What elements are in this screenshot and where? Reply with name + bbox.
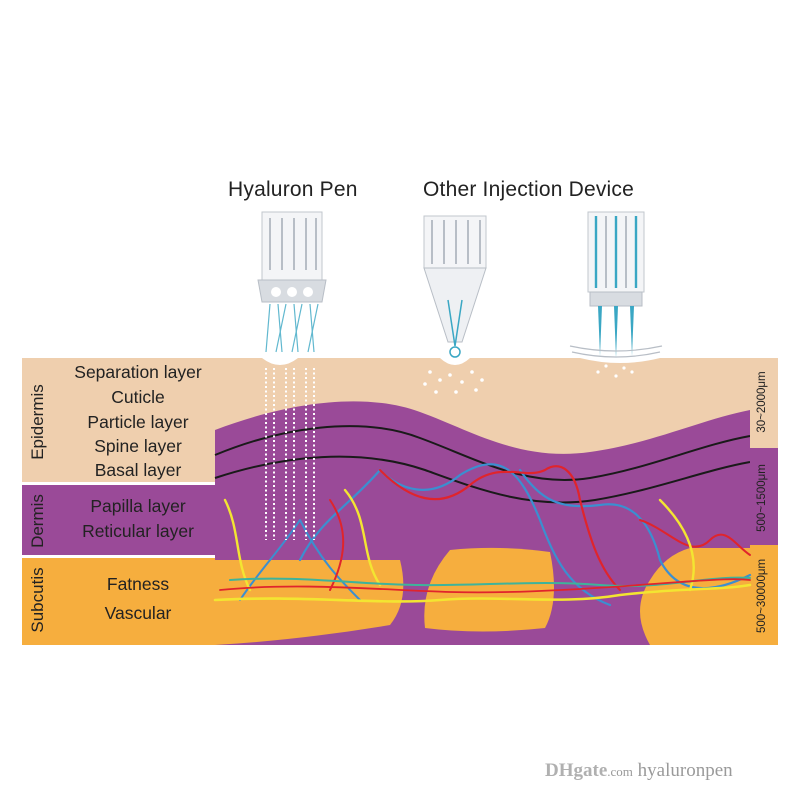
watermark: DHgate.com hyaluronpen [545, 760, 733, 782]
epidermis-divider [22, 482, 215, 485]
dermis-divider [22, 555, 215, 558]
subcutis-thickness: 500~30000μm [756, 558, 768, 634]
epidermis-group-label: Epidermis [28, 384, 47, 460]
artery-2 [639, 519, 751, 556]
vascular-label: Vascular [104, 603, 172, 623]
fat-pocket-left [215, 560, 404, 645]
separation-layer-label: Separation layer [74, 362, 202, 382]
subcutis-label-band [22, 557, 215, 645]
other-device-heading: Other Injection Device [423, 178, 634, 201]
reticular-layer-label: Reticular layer [82, 521, 194, 541]
needle-injection-device [569, 211, 663, 378]
fat-pocket-middle [424, 547, 554, 632]
vein-3 [239, 519, 361, 601]
dermis-thickness: 500~1500μm [756, 464, 768, 532]
thickness-column-subcutis [750, 545, 778, 645]
vein-1 [298, 463, 612, 607]
shop-name: hyaluronpen [637, 760, 733, 781]
nerve-1 [213, 583, 752, 603]
thickness-column-dermis [750, 448, 778, 545]
subcutis-group-label: Subcutis [28, 567, 47, 633]
vessels-and-nerves [213, 463, 752, 607]
artery-1 [378, 465, 622, 592]
hyaluron-pen-heading: Hyaluron Pen [228, 178, 358, 201]
fatness-label: Fatness [106, 574, 170, 594]
dhgate-logo: DHgate [545, 760, 608, 781]
epidermis-thickness: 30~2000μm [756, 371, 768, 433]
particle-layer-label: Particle layer [87, 412, 189, 432]
artery-4 [219, 578, 751, 594]
cone-injection-device [423, 215, 487, 394]
papilla-layer-label: Papilla layer [90, 496, 186, 516]
basal-layer-label: Basal layer [94, 460, 182, 480]
basal-boundary-line [214, 455, 751, 504]
dhgate-domain: .com [607, 764, 633, 779]
hyaluron-pen-device [257, 211, 327, 540]
spine-layer-label: Spine layer [94, 436, 182, 456]
dermis-label-band [22, 484, 215, 556]
cuticle-label: Cuticle [111, 387, 165, 407]
